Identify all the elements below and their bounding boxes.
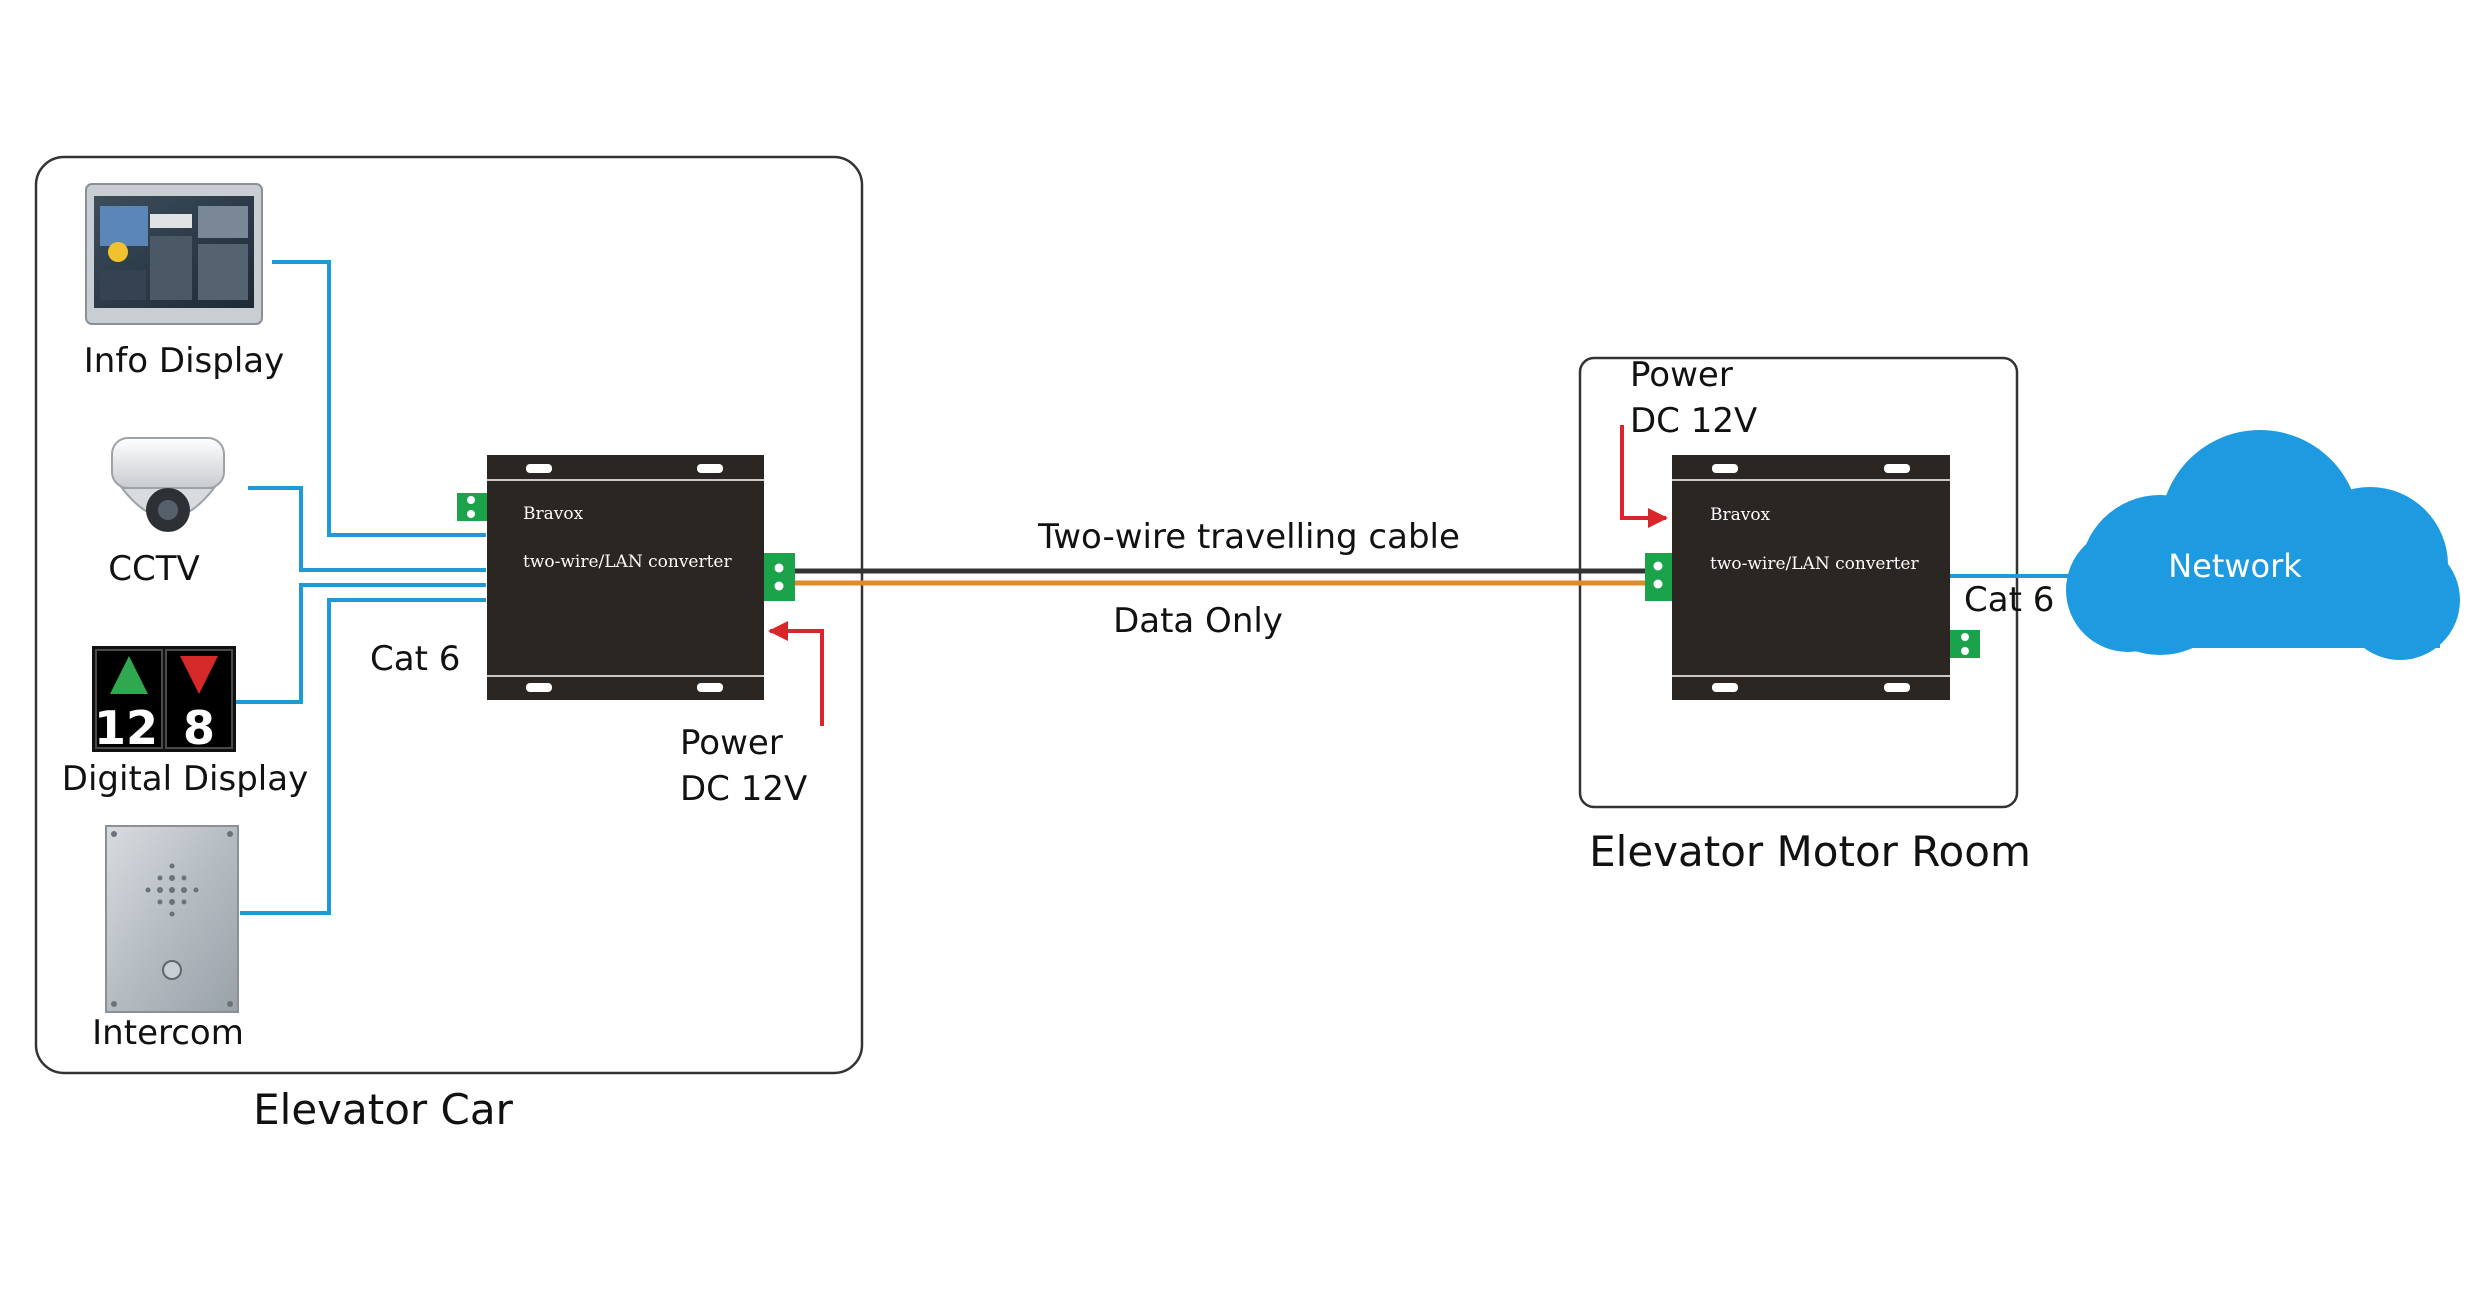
car-cat6-label: Cat 6 <box>370 639 460 679</box>
car-power-arrow <box>768 621 824 726</box>
motor-room-label: Elevator Motor Room <box>1589 827 2031 876</box>
motor-room-cat6-label: Cat 6 <box>1964 580 2054 620</box>
motor-room-converter-power-terminal <box>1950 630 1980 658</box>
intercom-device[interactable] <box>105 825 239 1013</box>
sun-icon <box>108 242 128 262</box>
travelling-cable <box>795 568 1645 586</box>
motor-room-power-voltage: DC 12V <box>1630 401 1757 441</box>
car-converter-power-terminal <box>457 493 487 521</box>
car-power-voltage: DC 12V <box>680 769 807 809</box>
motor-room-power-arrow <box>1620 425 1668 528</box>
cat6-wires-car <box>236 260 486 915</box>
car-converter-brand: Bravox <box>523 504 584 524</box>
motor-room-converter-model: two-wire/LAN converter <box>1710 554 1919 574</box>
travelling-cable-label: Two-wire travelling cable <box>1037 517 1460 557</box>
intercom-label: Intercom <box>92 1013 244 1053</box>
motor-room-converter-cable-terminal <box>1645 553 1672 601</box>
digital-display-up-value: 12 <box>94 701 158 755</box>
digital-display-label: Digital Display <box>62 759 308 799</box>
digital-display-down-value: 8 <box>183 701 215 755</box>
motor-room-converter[interactable]: Bravox two-wire/LAN converter <box>1672 455 1950 700</box>
car-converter[interactable]: Bravox two-wire/LAN converter <box>487 455 764 700</box>
down-arrow-icon <box>180 656 218 694</box>
car-power-label: Power <box>680 723 783 763</box>
network-label: Network <box>2168 547 2302 585</box>
speaker-grille-icon <box>145 863 199 917</box>
elevator-car-frame <box>34 155 864 1075</box>
up-arrow-icon <box>110 656 148 694</box>
motor-room-converter-brand: Bravox <box>1710 505 1771 525</box>
cctv-device[interactable] <box>111 437 225 532</box>
digital-display-device[interactable]: 12 8 <box>92 646 236 755</box>
car-converter-cable-terminal <box>764 553 795 601</box>
info-display-label: Info Display <box>84 341 284 381</box>
cloud-icon[interactable] <box>2066 430 2460 660</box>
cctv-label: CCTV <box>108 549 200 589</box>
elevator-car-label: Elevator Car <box>253 1085 513 1134</box>
motor-room-power-label: Power <box>1630 355 1733 395</box>
car-converter-model: two-wire/LAN converter <box>523 552 732 572</box>
data-only-label: Data Only <box>1113 601 1283 641</box>
info-display-device[interactable] <box>85 183 263 325</box>
call-button-icon <box>162 960 182 980</box>
